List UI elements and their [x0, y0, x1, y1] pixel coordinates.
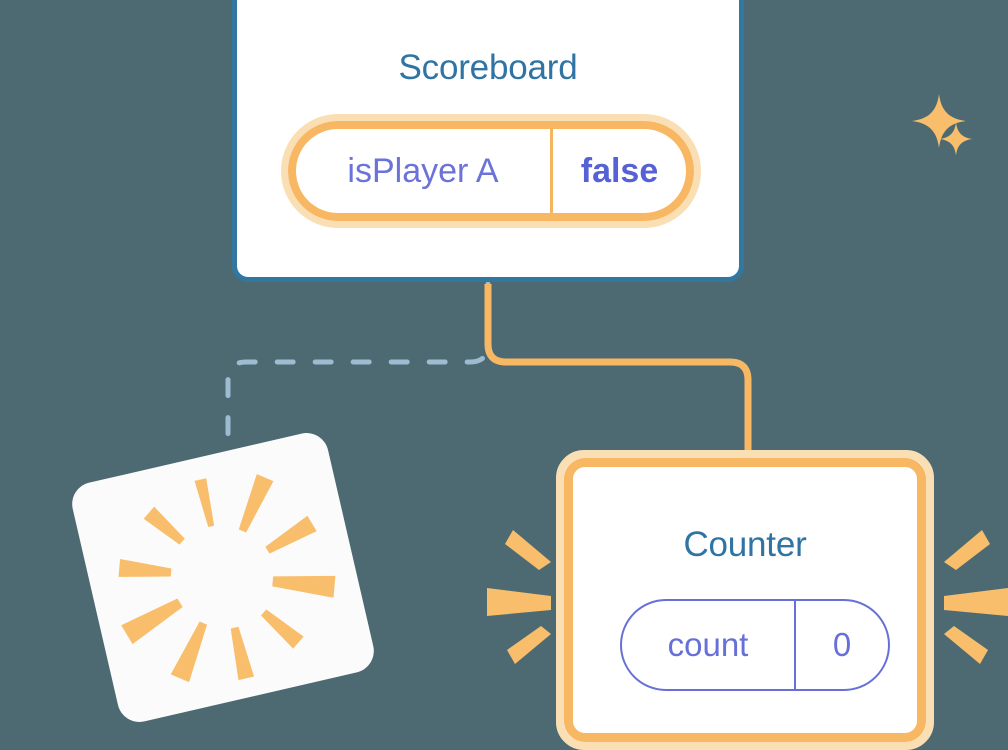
placeholder-card[interactable] [67, 428, 379, 727]
counter-state-key: count [667, 626, 749, 663]
scoreboard-state-value: false [580, 151, 659, 190]
counter-pill-divider [794, 601, 796, 689]
counter-card[interactable]: Counter count 0 [556, 450, 934, 750]
counter-state-pill[interactable]: count 0 [620, 599, 890, 691]
counter-burst-rays-left [487, 530, 551, 664]
scoreboard-to-counter-connector [484, 284, 752, 458]
sparkle-icon-small [939, 122, 973, 156]
scoreboard-state-key: isPlayer A [347, 151, 499, 190]
scoreboard-title: Scoreboard [398, 48, 578, 87]
scoreboard-state-pill[interactable]: isPlayer A false [281, 114, 701, 228]
scoreboard-state-pill-inner: isPlayer A false [288, 121, 694, 221]
scoreboard-card[interactable]: Scoreboard isPlayer A false [232, 0, 973, 282]
counter-card-inner: Counter count 0 [564, 458, 926, 742]
counter-burst-rays-right [944, 530, 1008, 664]
burst-icon [118, 474, 336, 683]
scoreboard-pill-divider [550, 129, 553, 213]
counter-state-value: 0 [832, 626, 852, 663]
counter-title: Counter [683, 525, 807, 564]
sparkle-icon-large [912, 94, 966, 148]
